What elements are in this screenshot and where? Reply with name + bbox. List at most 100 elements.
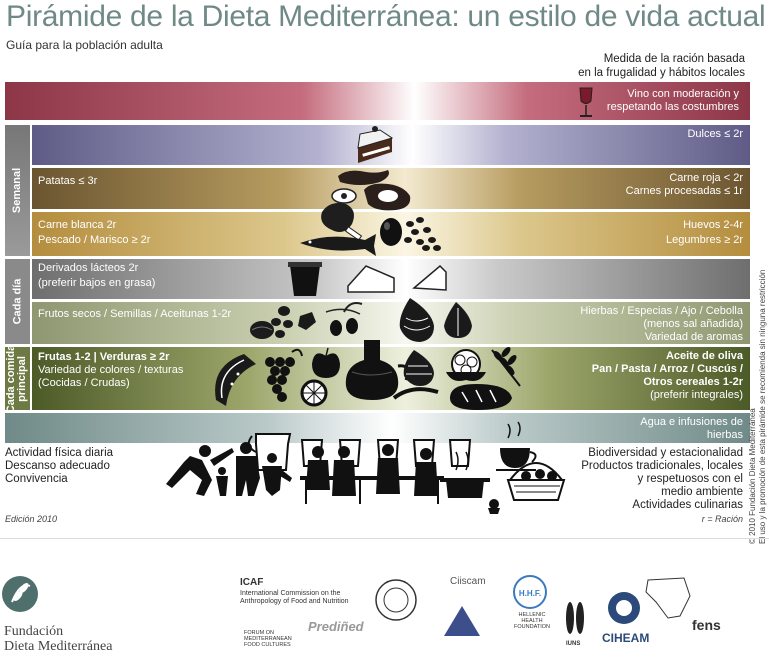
- legumes-line: Legumbres ≥ 2r: [666, 234, 743, 246]
- herbs-line: (menos sal añadida): [643, 318, 743, 330]
- fish-line: Pescado / Marisco ≥ 2r: [38, 234, 151, 246]
- lifestyle-line: Actividad física diaria: [5, 447, 114, 459]
- lifestyle-left: Actividad física diaria Descanso adecuad…: [5, 447, 113, 486]
- fruits-line: Variedad de colores / texturas: [38, 364, 184, 376]
- white-meat-line: Carne blanca 2r: [38, 219, 117, 231]
- cereals-line: Otros cereales 1-2r: [643, 376, 743, 388]
- forum-line: FOOD CULTURES: [244, 642, 291, 648]
- lifestyle-line: Convivencia: [5, 473, 68, 485]
- red-meat-line: Carne roja < 2r: [669, 172, 743, 184]
- herbs-line: Hierbas / Especias / Ajo / Cebolla: [580, 305, 743, 317]
- footer-divider: [0, 538, 769, 539]
- ration-legend: r = Ración: [701, 514, 743, 524]
- wine-label-line: Vino con moderación y: [627, 88, 739, 100]
- tea-cup-icon: [496, 421, 537, 471]
- forum-line: FORUM ON: [244, 630, 274, 636]
- wheat-icon: [491, 347, 521, 387]
- fdm-line: Dieta Mediterránea: [4, 639, 113, 654]
- fdm-line: Fundación: [4, 624, 64, 639]
- edition-note: Edición 2010: [5, 514, 58, 524]
- wine-label: Vino con moderación y respetando las cos…: [607, 88, 739, 114]
- cooking-pot-icon: [440, 451, 500, 514]
- university-seal-icon: [375, 579, 417, 621]
- sausage-icon: [331, 170, 389, 204]
- icaf-line: Anthropology of Food and Nutrition: [240, 598, 349, 605]
- side-label-weekly: Semanal: [5, 125, 30, 256]
- iuns-logo-icon: [566, 602, 584, 634]
- ration-note-line: Medida de la ración basada: [603, 53, 745, 65]
- water-pitcher-icon: [247, 433, 292, 471]
- nuts-band: [32, 302, 750, 344]
- fruits-line: Frutas 1-2 | Verduras ≥ 2r: [38, 351, 170, 363]
- watermelon-icon: [215, 354, 256, 406]
- prediet-logo: Prediñed: [308, 619, 364, 634]
- water-label: Agua e infusiones de hierbas: [640, 416, 743, 442]
- eggs-label: Huevos 2-4r Legumbres ≥ 2r: [666, 219, 743, 247]
- hhf-line: FOUNDATION: [514, 624, 550, 630]
- meat-icon: [364, 183, 411, 211]
- lifestyle-line: Descanso adecuado: [5, 460, 110, 472]
- fish-icon: [300, 234, 376, 256]
- page-title: Pirámide de la Dieta Mediterránea: un es…: [6, 0, 766, 33]
- oil-label: Aceite de oliva Pan / Pasta / Arroz / Cu…: [592, 350, 743, 402]
- wine-label-line: respetando las costumbres: [606, 101, 739, 113]
- orange-icon: [300, 379, 328, 407]
- dairy-line: Derivados lácteos 2r: [38, 262, 139, 274]
- fens-logo: fens: [692, 617, 721, 633]
- lifestyle-line: y respetuosos con el: [637, 473, 743, 485]
- ciheam-logo-icon: [608, 592, 640, 624]
- cereals-line: (preferir integrales): [650, 389, 743, 401]
- cereals-line: Pan / Pasta / Arroz / Cuscús /: [591, 363, 743, 375]
- dairy-label: Derivados lácteos 2r (preferir bajos en …: [38, 262, 155, 290]
- oil-line: Aceite de oliva: [665, 350, 743, 362]
- dining-people-icon: [300, 444, 444, 504]
- exercise-people-icon: [166, 442, 292, 496]
- icaf-line: International Commission on the: [240, 590, 341, 597]
- bread-icon: [450, 384, 512, 410]
- sweets-label: Dulces ≤ 2r: [687, 128, 743, 140]
- basket-icon: [506, 462, 566, 501]
- iuns-name: IUNS: [566, 641, 581, 647]
- fdm-logo-icon: [2, 576, 38, 612]
- potatoes-label: Patatas ≤ 3r: [38, 175, 98, 187]
- fdm-name: Fundación Dieta Mediterránea: [4, 624, 112, 654]
- ciheam-name: CIHEAM: [602, 631, 650, 645]
- yogurt-icon: [288, 262, 322, 296]
- garlic-icon: [444, 302, 472, 338]
- hhf-name: HELLENIC HEALTH FOUNDATION: [512, 612, 552, 630]
- ration-note: Medida de la ración basada en la frugali…: [578, 52, 745, 80]
- egg-icon: [380, 218, 402, 246]
- hhf-logo-icon: H.H.F.: [513, 575, 547, 609]
- cheese-icon: [347, 264, 447, 293]
- wine-band: [5, 82, 750, 120]
- side-label-daily: Cada día: [5, 259, 30, 344]
- water-line: Agua e infusiones de: [640, 416, 743, 428]
- oil-jar-icon: [345, 340, 410, 400]
- cake-icon: [357, 126, 394, 163]
- fruits-line: (Cocidas / Crudas): [38, 377, 130, 389]
- apple-icon: [312, 347, 340, 378]
- water-line: hierbas: [706, 429, 743, 441]
- hhf-line: HELLENIC: [518, 612, 546, 618]
- wine-glass-icon: [579, 87, 593, 117]
- ration-note-line: en la frugalidad y hábitos locales: [578, 67, 745, 79]
- processed-meat-line: Carnes procesadas ≤ 1r: [625, 185, 743, 197]
- forum-line: MEDITERRANEAN: [244, 636, 292, 642]
- herbs-label: Hierbas / Especias / Ajo / Cebolla (meno…: [580, 305, 743, 344]
- icaf-name: International Commission on the Anthropo…: [240, 590, 400, 606]
- forum-logo: FORUM ON MEDITERRANEAN FOOD CULTURES: [244, 630, 292, 648]
- nuts-icon: [250, 306, 316, 339]
- lifestyle-line: Actividades culinarias: [632, 499, 743, 511]
- red-meat-label: Carne roja < 2r Carnes procesadas ≤ 1r: [626, 172, 743, 198]
- olive-icon: [325, 302, 363, 336]
- fruits-label: Frutas 1-2 | Verduras ≥ 2r Variedad de c…: [38, 351, 183, 390]
- water-band: [5, 413, 750, 443]
- lifestyle-line: medio ambiente: [661, 486, 743, 498]
- nuts-label: Frutos secos / Semillas / Aceitunas 1-2r: [38, 308, 232, 320]
- herbs-line: Variedad de aromas: [644, 331, 743, 343]
- hhf-line: HEALTH: [521, 618, 543, 624]
- svg-text:H.H.F.: H.H.F.: [519, 589, 541, 598]
- beans-icon: [404, 217, 441, 251]
